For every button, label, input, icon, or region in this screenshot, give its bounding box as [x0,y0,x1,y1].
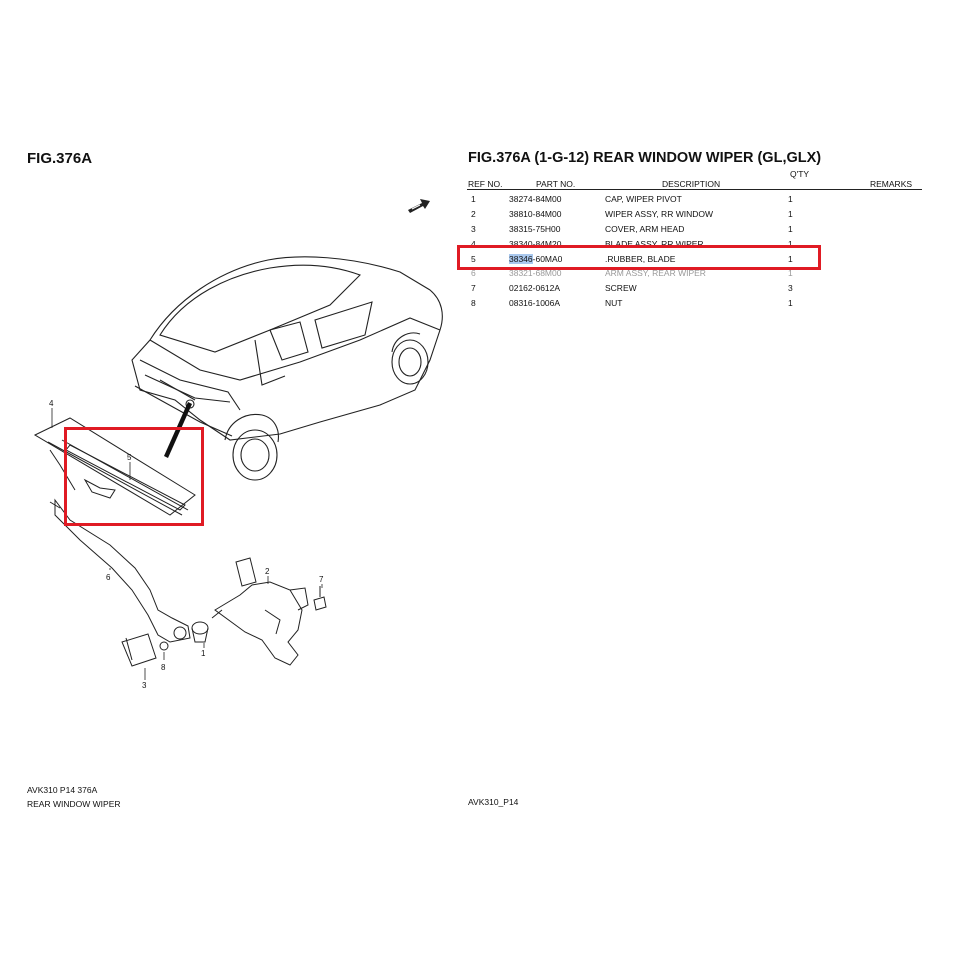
footer-code-left: AVK310 P14 376A [27,785,98,795]
nut-drawing [159,641,169,651]
screw-drawing [313,586,327,611]
row-part-no: 38321-68M00 [509,268,562,278]
row-description: WIPER ASSY, RR WINDOW [605,209,713,219]
row-description: ARM ASSY, REAR WIPER [605,268,706,278]
row-qty: 3 [788,283,793,293]
part-no-rest: -60MA0 [532,254,563,264]
callout-8: 8 [161,663,166,672]
row-description: .RUBBER, BLADE [605,254,676,264]
row-ref: 4 [471,239,476,249]
selected-text: 38346 [509,254,533,264]
table-row[interactable]: 3 38315-75H00 COVER, ARM HEAD 1 [467,222,922,237]
col-part-header: PART NO. [536,179,576,189]
table-row[interactable]: 2 38810-84M00 WIPER ASSY, RR WINDOW 1 [467,207,922,222]
callout-2: 2 [265,567,270,576]
row-ref: 6 [471,268,476,278]
leader-lines [51,408,323,680]
row-qty: 1 [788,209,793,219]
row-part-no: 02162-0612A [509,283,561,293]
row-description: NUT [605,298,623,308]
pivot-cap-drawing [191,621,209,643]
pointer-arrow [164,402,192,458]
row-part-no: 38340-84M20 [509,239,562,249]
parts-list-title: FIG.376A (1-G-12) REAR WINDOW WIPER (GL,… [468,150,822,166]
row-ref: 7 [471,283,476,293]
row-ref: 8 [471,298,476,308]
blade-assy-drawing [33,417,196,516]
table-row[interactable]: 7 02162-0612A SCREW 3 [467,281,922,296]
wiper-motor-drawing [211,557,309,666]
table-row-selected[interactable]: 5 38346-60MA0 .RUBBER, BLADE 1 [467,252,922,267]
row-part-no: 38346-60MA0 [509,254,562,264]
row-qty: 1 [788,194,793,204]
row-part-no: 08316-1006A [509,298,561,308]
row-description: BLADE ASSY, RR WIPER [605,239,704,249]
row-qty: 1 [788,254,793,264]
row-description: COVER, ARM HEAD [605,224,685,234]
front-arrow-icon [408,199,430,213]
callout-7: 7 [319,575,324,584]
row-part-no: 38315-75H00 [509,224,561,234]
row-ref: 1 [471,194,476,204]
table-row[interactable]: 4 38340-84M20 BLADE ASSY, RR WIPER 1 [467,237,922,252]
col-qty-header: Q'TY [790,169,810,179]
col-ref-header: REF NO. [468,179,503,189]
row-qty: 1 [788,239,793,249]
footer-code-right: AVK310_P14 [468,797,519,807]
row-ref: 2 [471,209,476,219]
highlight-box-row [457,245,821,270]
col-desc-header: DESCRIPTION [662,179,721,189]
arm-head-cover-drawing [121,633,157,667]
figure-title: FIG.376A [27,150,93,167]
header-divider [467,189,922,190]
row-description: SCREW [605,283,637,293]
wiper-arm-drawing [49,498,191,643]
table-row[interactable]: 8 08316-1006A NUT 1 [467,296,922,311]
row-description: CAP, WIPER PIVOT [605,194,682,204]
callout-5: 5 [127,453,132,462]
footer-title-left: REAR WINDOW WIPER [27,799,121,809]
callout-3: 3 [142,681,147,690]
highlight-box-diagram [64,427,204,526]
row-ref: 5 [471,254,476,264]
car-outline [131,256,443,481]
callout-labels: 4 5 6 1 2 3 7 8 [49,399,324,690]
callout-6: 6 [106,573,111,582]
row-qty: 1 [788,298,793,308]
table-row[interactable]: 6 38321-68M00 ARM ASSY, REAR WIPER 1 [467,266,922,281]
row-part-no: 38274-84M00 [509,194,562,204]
col-remarks-header: REMARKS [870,179,913,189]
callout-1: 1 [201,649,206,658]
row-ref: 3 [471,224,476,234]
row-qty: 1 [788,224,793,234]
callout-4: 4 [49,399,54,408]
parts-diagram: 4 5 6 1 2 3 7 8 [33,256,443,690]
table-row[interactable]: 1 38274-84M00 CAP, WIPER PIVOT 1 [467,192,922,207]
row-part-no: 38810-84M00 [509,209,562,219]
row-qty: 1 [788,268,793,278]
